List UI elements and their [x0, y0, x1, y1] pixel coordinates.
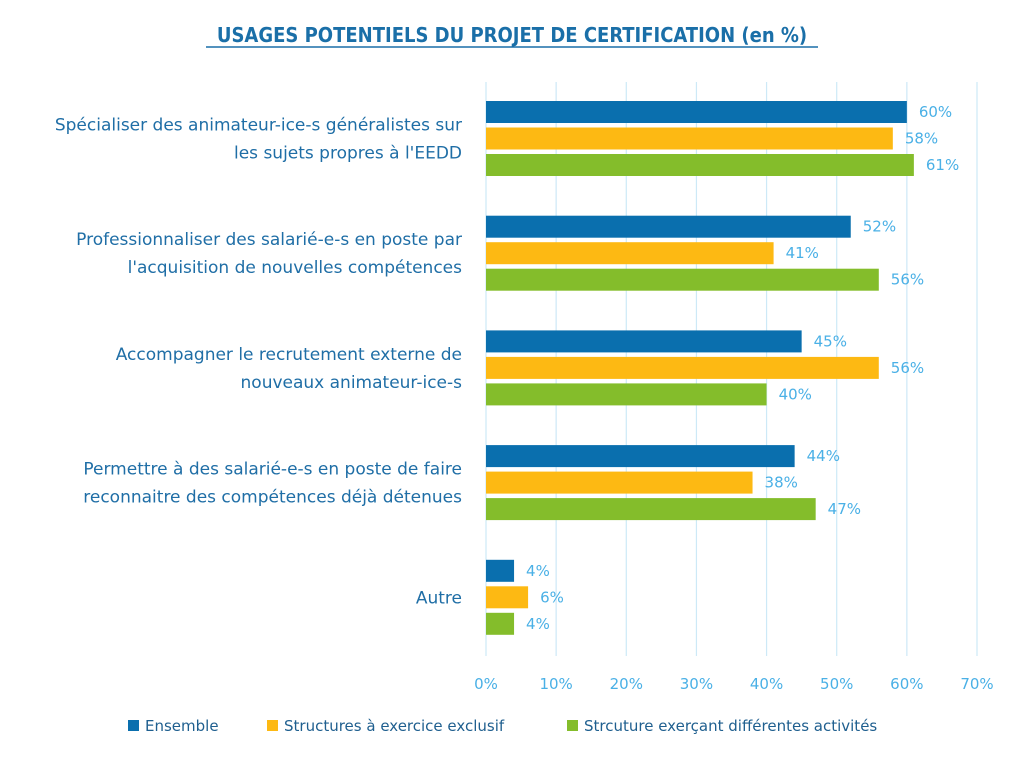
x-axis-tick-labels: 0% 10% 20% 30% 40% 50% 60% 70%	[474, 675, 994, 693]
value-label-3-3: 40%	[779, 385, 812, 403]
bar-1-series-1	[486, 101, 907, 123]
value-label-3-1: 45%	[814, 332, 847, 350]
value-label-3-2: 56%	[891, 359, 924, 377]
category-labels: Spécialiser des animateur-ice-s générali…	[55, 116, 462, 609]
legend: Ensemble Structures à exercice exclusif St…	[128, 717, 877, 735]
x-tick-label-50: 50%	[820, 675, 853, 693]
x-tick-label-70: 70%	[960, 675, 993, 693]
bar-4-series-3	[486, 498, 816, 521]
x-tick-label-40: 40%	[750, 675, 783, 693]
category-label-1-line-2: les sujets propres à l'EEDD	[234, 144, 462, 164]
value-label-4-1: 44%	[807, 447, 840, 465]
bar-4-series-2	[486, 471, 753, 494]
chart-title: USAGES POTENTIELS DU PROJET DE CERTIFICA…	[217, 23, 807, 47]
bar-1-series-2	[486, 127, 893, 150]
value-label-2-3: 56%	[891, 271, 924, 289]
bar-2-series-2	[486, 242, 774, 265]
value-label-4-2: 38%	[765, 474, 798, 492]
value-labels: 60% 58% 61% 52% 41% 56% 45% 56% 40% 44% 38% 47% 4% 6%…	[526, 103, 959, 633]
value-label-5-3: 4%	[526, 615, 550, 633]
x-tick-label-10: 10%	[539, 675, 572, 693]
value-label-2-2: 41%	[786, 244, 819, 262]
bar-3-series-3	[486, 383, 767, 406]
value-label-2-1: 52%	[863, 218, 896, 236]
value-label-4-3: 47%	[828, 500, 861, 518]
legend-swatch-1	[128, 720, 139, 731]
bars	[486, 101, 914, 635]
x-tick-label-20: 20%	[610, 675, 643, 693]
bar-3-series-2	[486, 356, 879, 379]
value-label-1-1: 60%	[919, 103, 952, 121]
bar-2-series-1	[486, 215, 851, 238]
category-label-5-line-1: Autre	[416, 588, 462, 608]
legend-label-3: Strcuture exerçant différentes activités	[584, 717, 877, 735]
category-label-3-line-1: Accompagner le recrutement externe de	[116, 345, 462, 365]
value-label-5-2: 6%	[540, 588, 564, 606]
bar-3-series-1	[486, 330, 802, 353]
bar-5-series-2	[486, 586, 529, 609]
value-label-5-1: 4%	[526, 562, 550, 580]
value-label-1-2: 58%	[905, 130, 938, 148]
x-tick-label-0: 0%	[474, 675, 498, 693]
legend-label-1: Ensemble	[145, 717, 219, 735]
bar-5-series-3	[486, 612, 515, 635]
category-label-4-line-1: Permettre à des salarié-e-s en poste de …	[83, 460, 462, 480]
value-label-1-3: 61%	[926, 156, 959, 174]
category-label-2-line-1: Professionnaliser des salarié-e-s en pos…	[76, 230, 462, 250]
x-tick-label-60: 60%	[890, 675, 923, 693]
category-label-1-line-1: Spécialiser des animateur-ice-s générali…	[55, 116, 462, 136]
bar-2-series-3	[486, 268, 879, 291]
category-label-4-line-2: reconnaitre des compétences déjà détenue…	[83, 488, 462, 508]
legend-label-2: Structures à exercice exclusif	[284, 717, 505, 735]
legend-swatch-2	[267, 720, 278, 731]
bar-1-series-3	[486, 154, 914, 176]
category-label-3-line-2: nouveaux animateur-ice-s	[241, 373, 463, 393]
bar-4-series-1	[486, 445, 795, 468]
legend-swatch-3	[567, 720, 578, 731]
bar-5-series-1	[486, 559, 515, 582]
category-label-2-line-2: l'acquisition de nouvelles compétences	[128, 258, 463, 278]
x-tick-label-30: 30%	[680, 675, 713, 693]
